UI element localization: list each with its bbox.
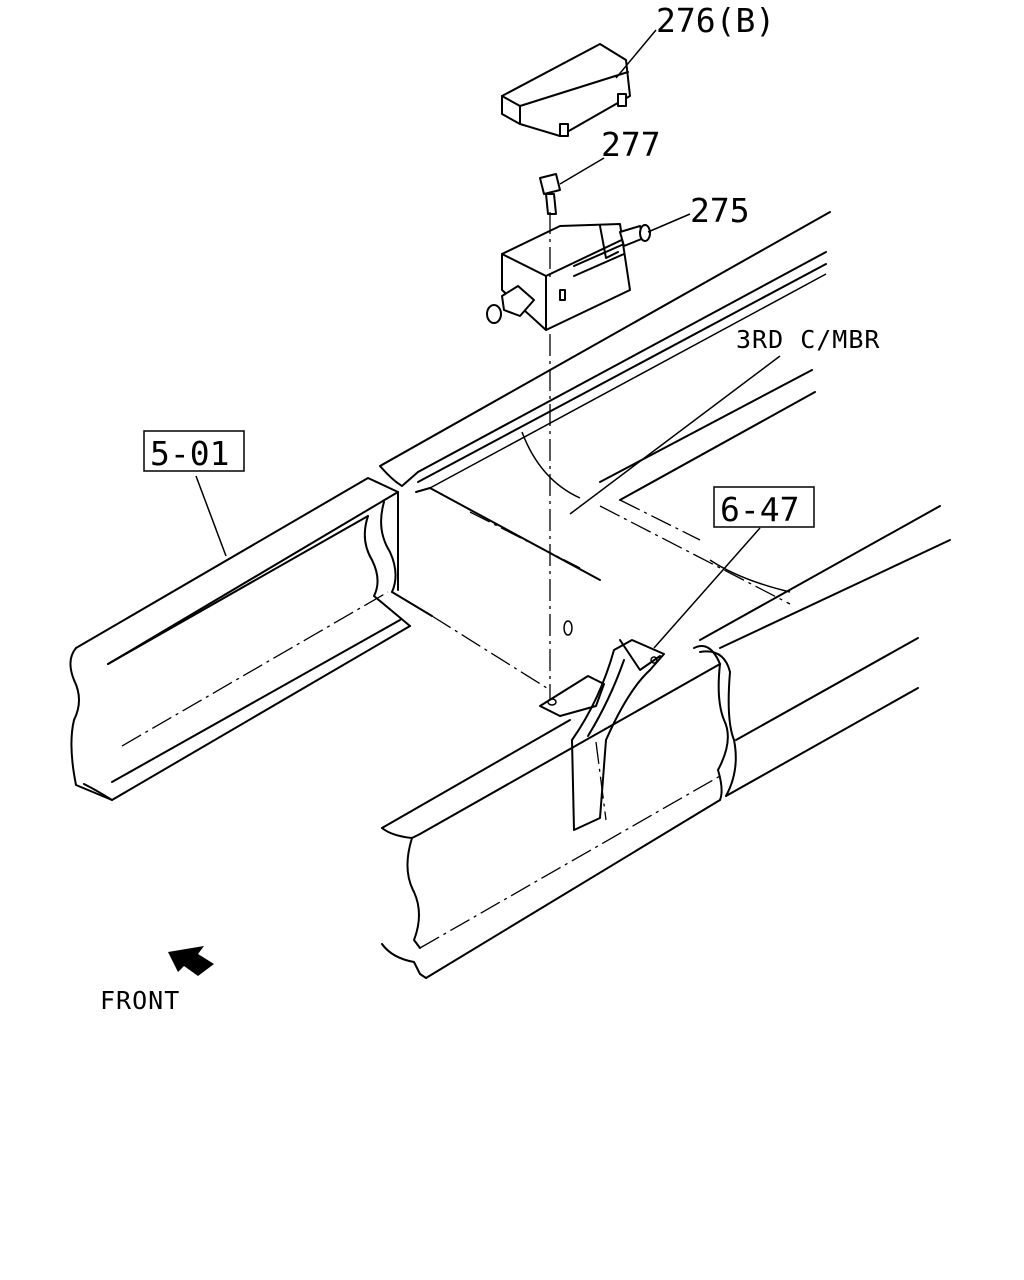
cover (501, 43, 631, 137)
ref-box-6-47: 6-47 (713, 486, 815, 529)
leader-lines (195, 29, 781, 649)
upper-frame-rail (379, 211, 831, 501)
junction-box (486, 223, 651, 331)
callout-277: 277 (601, 125, 661, 164)
callout-276b: 276(B) (656, 1, 775, 40)
callout-5-01: 5-01 (150, 434, 229, 473)
ref-box-5-01: 5-01 (143, 430, 245, 473)
mounting-bracket (539, 639, 665, 831)
callout-3rd-cross-member: 3RD C/MBR (736, 325, 880, 354)
callout-6-47: 6-47 (720, 490, 799, 529)
left-frame-rail (69, 477, 433, 801)
bolt (539, 173, 561, 215)
lower-frame-rail (381, 637, 919, 979)
callout-275: 275 (690, 191, 750, 230)
front-label: FRONT (100, 986, 180, 1015)
front-arrow-icon (168, 946, 214, 976)
cross-member (429, 431, 951, 691)
